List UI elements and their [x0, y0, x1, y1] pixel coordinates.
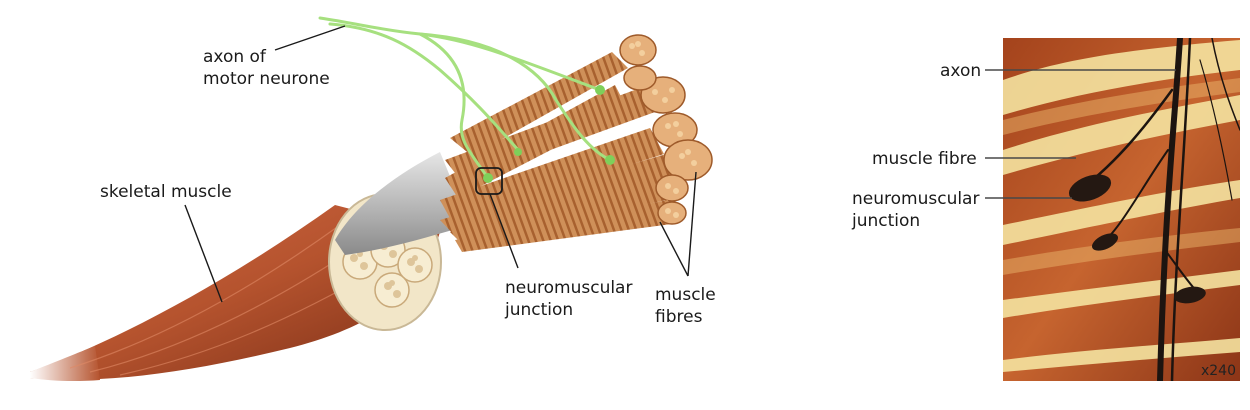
nmj-leader [489, 193, 519, 269]
skeletal-muscle-leader [184, 204, 223, 303]
fibres-label-line1: muscle [655, 285, 716, 305]
micro-fibre-label: muscle fibre [872, 149, 977, 169]
fibres-leader-2 [687, 171, 697, 277]
muscle-tendon-tip [30, 346, 100, 382]
fascicle-sheath [335, 152, 470, 255]
fibres-label-line2: fibres [655, 307, 703, 327]
micro-nmj-label-line2: junction [851, 211, 920, 231]
micrograph: axon muscle fibre neuromuscular junction… [851, 38, 1240, 381]
motor-axon [318, 16, 612, 180]
muscle-illustration: axon of motor neurone skeletal muscle ne… [30, 16, 716, 382]
axon-label-line2: motor neurone [203, 69, 330, 89]
micro-nmj [1068, 174, 1206, 304]
micro-nmj-label-line1: neuromuscular [852, 189, 979, 209]
nmj-label-line2: junction [504, 300, 573, 320]
axon-leader [274, 25, 346, 51]
fibres-leader-1 [659, 221, 689, 277]
magnification-label: x240 [1201, 363, 1236, 379]
skeletal-muscle-label: skeletal muscle [100, 182, 232, 202]
nmj-label-line1: neuromuscular [505, 278, 632, 298]
micro-axon-label: axon [940, 61, 981, 81]
muscle-fibre-bundle [440, 34, 713, 252]
nmj-highlight-box [475, 167, 503, 195]
axon-label-line1: axon of [203, 47, 267, 67]
